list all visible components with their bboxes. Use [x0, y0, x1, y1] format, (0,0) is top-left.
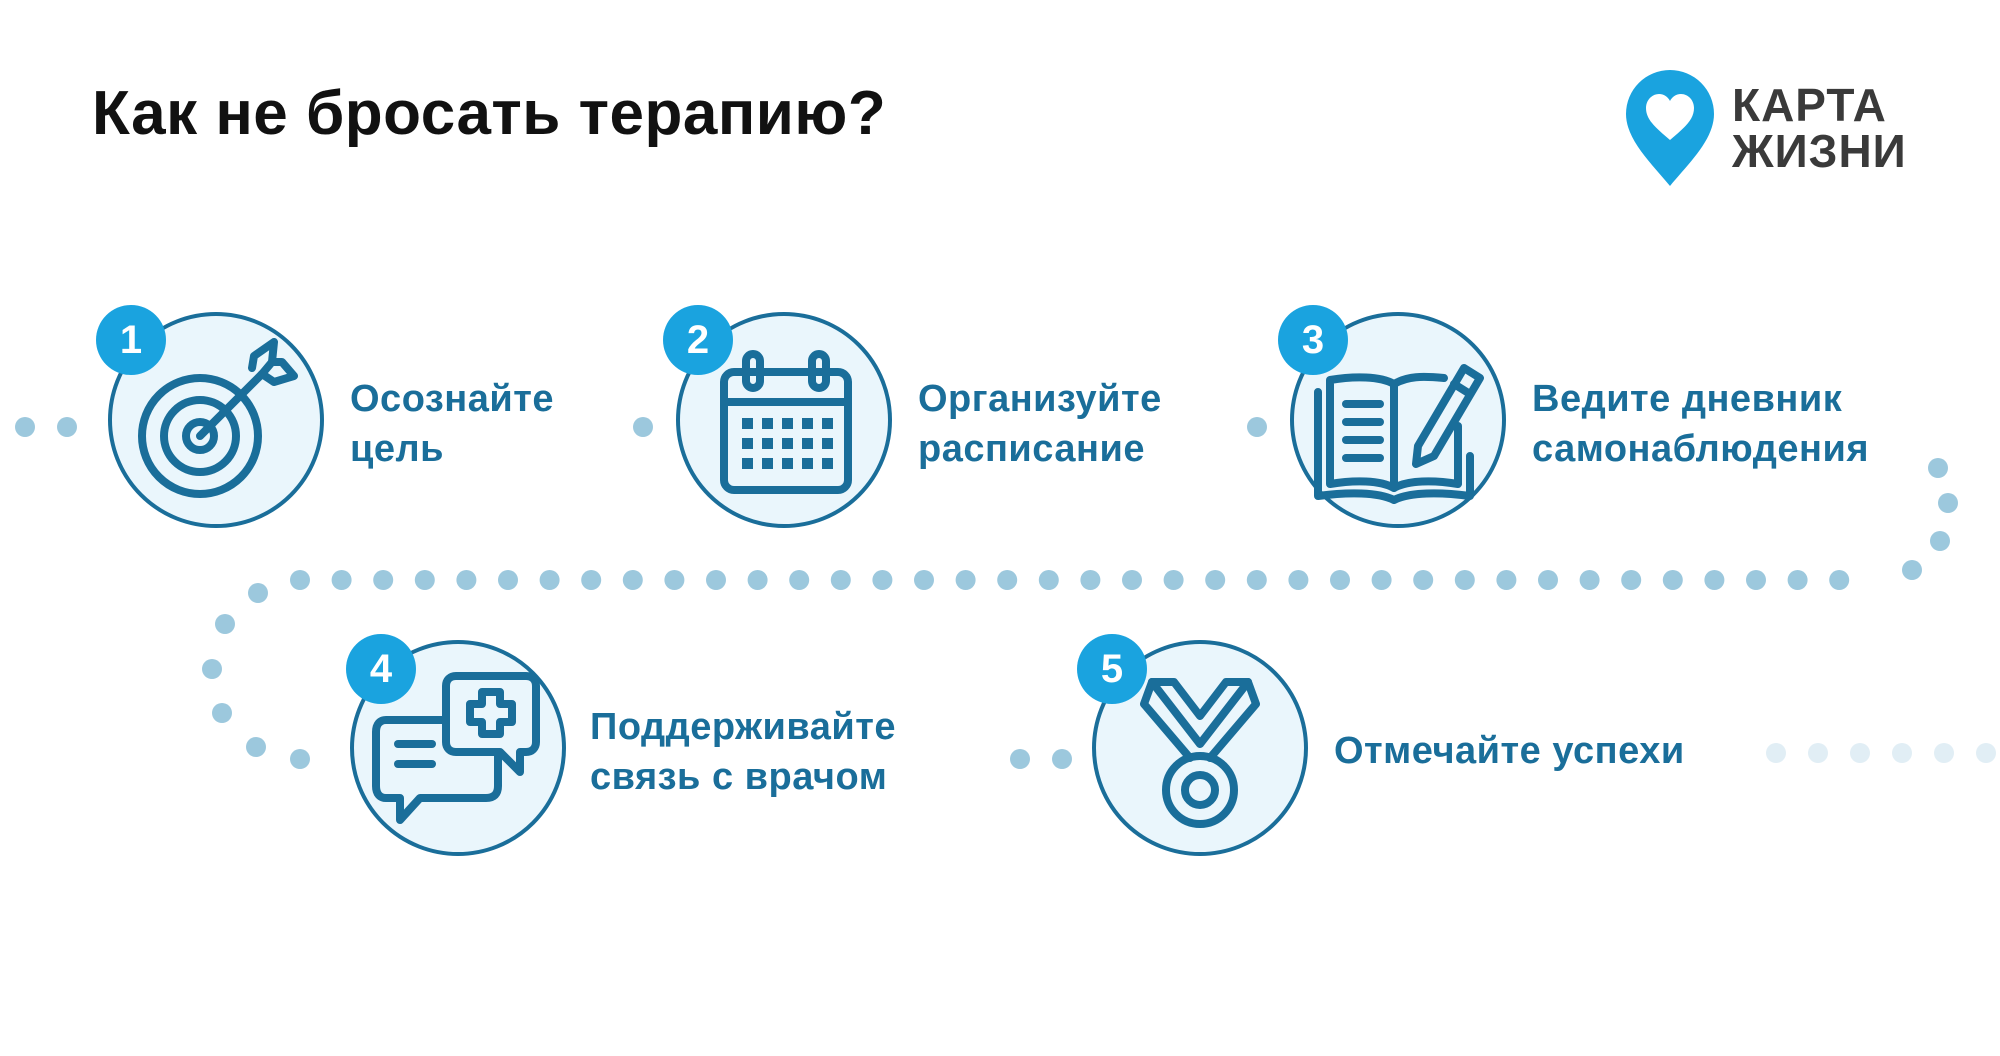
- path-dot-23: [914, 570, 934, 590]
- path-dot-19: [747, 570, 768, 590]
- path-dot-31: [1246, 570, 1267, 590]
- path-dot-27: [1080, 570, 1101, 590]
- path-dot-50: [246, 737, 266, 757]
- path-dot-43: [1746, 570, 1766, 590]
- path-dot-30: [1205, 570, 1226, 590]
- chat-medical-icon: [372, 672, 540, 824]
- logo-text: КАРТА ЖИЗНИ: [1732, 82, 1907, 174]
- path-dot-5: [1938, 493, 1958, 513]
- path-dot-45: [1829, 570, 1850, 590]
- diary-icon: [1314, 364, 1484, 504]
- path-dot-24: [955, 570, 976, 590]
- path-dot-11: [414, 570, 435, 590]
- path-dot-26: [1038, 570, 1059, 590]
- path-dot-14: [539, 570, 560, 590]
- page-title: Как не бросать терапию?: [92, 79, 887, 148]
- path-dot-28: [1122, 570, 1142, 590]
- path-dot-59: [1976, 743, 1996, 763]
- step-2-label: Организуйте расписание: [918, 374, 1162, 474]
- step-5-badge: 5: [1077, 634, 1147, 704]
- path-dot-15: [581, 570, 602, 590]
- calendar-icon: [720, 350, 852, 494]
- path-dot-55: [1808, 743, 1828, 763]
- path-dot-34: [1371, 570, 1392, 590]
- path-dot-37: [1496, 570, 1517, 590]
- step-4-badge: 4: [346, 634, 416, 704]
- path-dot-36: [1454, 570, 1475, 590]
- path-dot-53: [1052, 749, 1072, 769]
- logo: КАРТА ЖИЗНИ: [1622, 68, 1907, 188]
- path-dot-52: [1010, 749, 1030, 769]
- step-5-circle: [1092, 640, 1308, 856]
- path-dot-51: [290, 749, 310, 769]
- path-dot-2: [633, 417, 653, 437]
- path-dot-58: [1934, 743, 1954, 763]
- step-2-label-line-1: Организуйте: [918, 378, 1162, 420]
- path-dot-18: [706, 570, 726, 590]
- logo-line-1: КАРТА: [1732, 79, 1887, 131]
- logo-line-2: ЖИЗНИ: [1732, 125, 1907, 177]
- step-3-badge: 3: [1278, 305, 1348, 375]
- step-2-label-line-2: расписание: [918, 428, 1145, 470]
- path-dot-38: [1538, 570, 1558, 590]
- path-dot-6: [1930, 531, 1950, 551]
- medal-icon: [1140, 678, 1260, 828]
- target-icon: [138, 338, 298, 498]
- path-dot-49: [212, 703, 232, 723]
- path-dot-54: [1766, 743, 1786, 763]
- step-1-label-line-2: цель: [350, 428, 444, 470]
- step-2-badge: 2: [663, 305, 733, 375]
- path-dot-1: [57, 417, 77, 437]
- step-5-label-line-1: Отмечайте успехи: [1334, 730, 1685, 772]
- path-dot-16: [622, 570, 643, 590]
- step-3-label-line-1: Ведите дневник: [1532, 378, 1843, 420]
- step-1-label: Осознайте цель: [350, 374, 554, 474]
- path-dot-35: [1413, 570, 1434, 590]
- path-dot-41: [1662, 570, 1683, 590]
- path-dot-32: [1288, 570, 1309, 590]
- path-dot-0: [15, 417, 35, 437]
- step-4-circle: [350, 640, 566, 856]
- step-3-label: Ведите дневник самонаблюдения: [1532, 374, 1869, 474]
- path-dot-48: [202, 659, 222, 679]
- path-dot-9: [331, 570, 352, 590]
- path-dot-56: [1850, 743, 1870, 763]
- path-dot-57: [1892, 743, 1912, 763]
- step-5-label: Отмечайте успехи: [1334, 726, 1685, 776]
- path-dot-12: [456, 570, 477, 590]
- path-dot-47: [215, 614, 235, 634]
- path-dot-20: [789, 570, 810, 590]
- step-4-label-line-1: Поддерживайте: [590, 706, 897, 748]
- step-4-label-line-2: связь с врачом: [590, 756, 888, 798]
- path-dot-29: [1163, 570, 1184, 590]
- path-dot-25: [997, 570, 1018, 590]
- path-dot-42: [1704, 570, 1725, 590]
- path-dot-21: [830, 570, 851, 590]
- map-pin-heart-icon: [1626, 70, 1714, 186]
- step-1-label-line-1: Осознайте: [350, 378, 554, 420]
- path-dot-33: [1330, 570, 1350, 590]
- path-dot-8: [290, 570, 310, 590]
- path-dot-7: [1902, 560, 1922, 580]
- step-1-badge: 1: [96, 305, 166, 375]
- path-dot-40: [1621, 570, 1642, 590]
- path-dot-22: [872, 570, 893, 590]
- path-dot-10: [373, 570, 394, 590]
- step-3-label-line-2: самонаблюдения: [1532, 428, 1869, 470]
- path-dot-39: [1579, 570, 1600, 590]
- path-dot-46: [248, 583, 268, 603]
- path-dot-3: [1247, 417, 1267, 437]
- path-dot-44: [1787, 570, 1808, 590]
- path-dot-17: [664, 570, 685, 590]
- path-dot-4: [1928, 458, 1948, 478]
- path-dot-13: [498, 570, 518, 590]
- step-4-label: Поддерживайте связь с врачом: [590, 702, 896, 802]
